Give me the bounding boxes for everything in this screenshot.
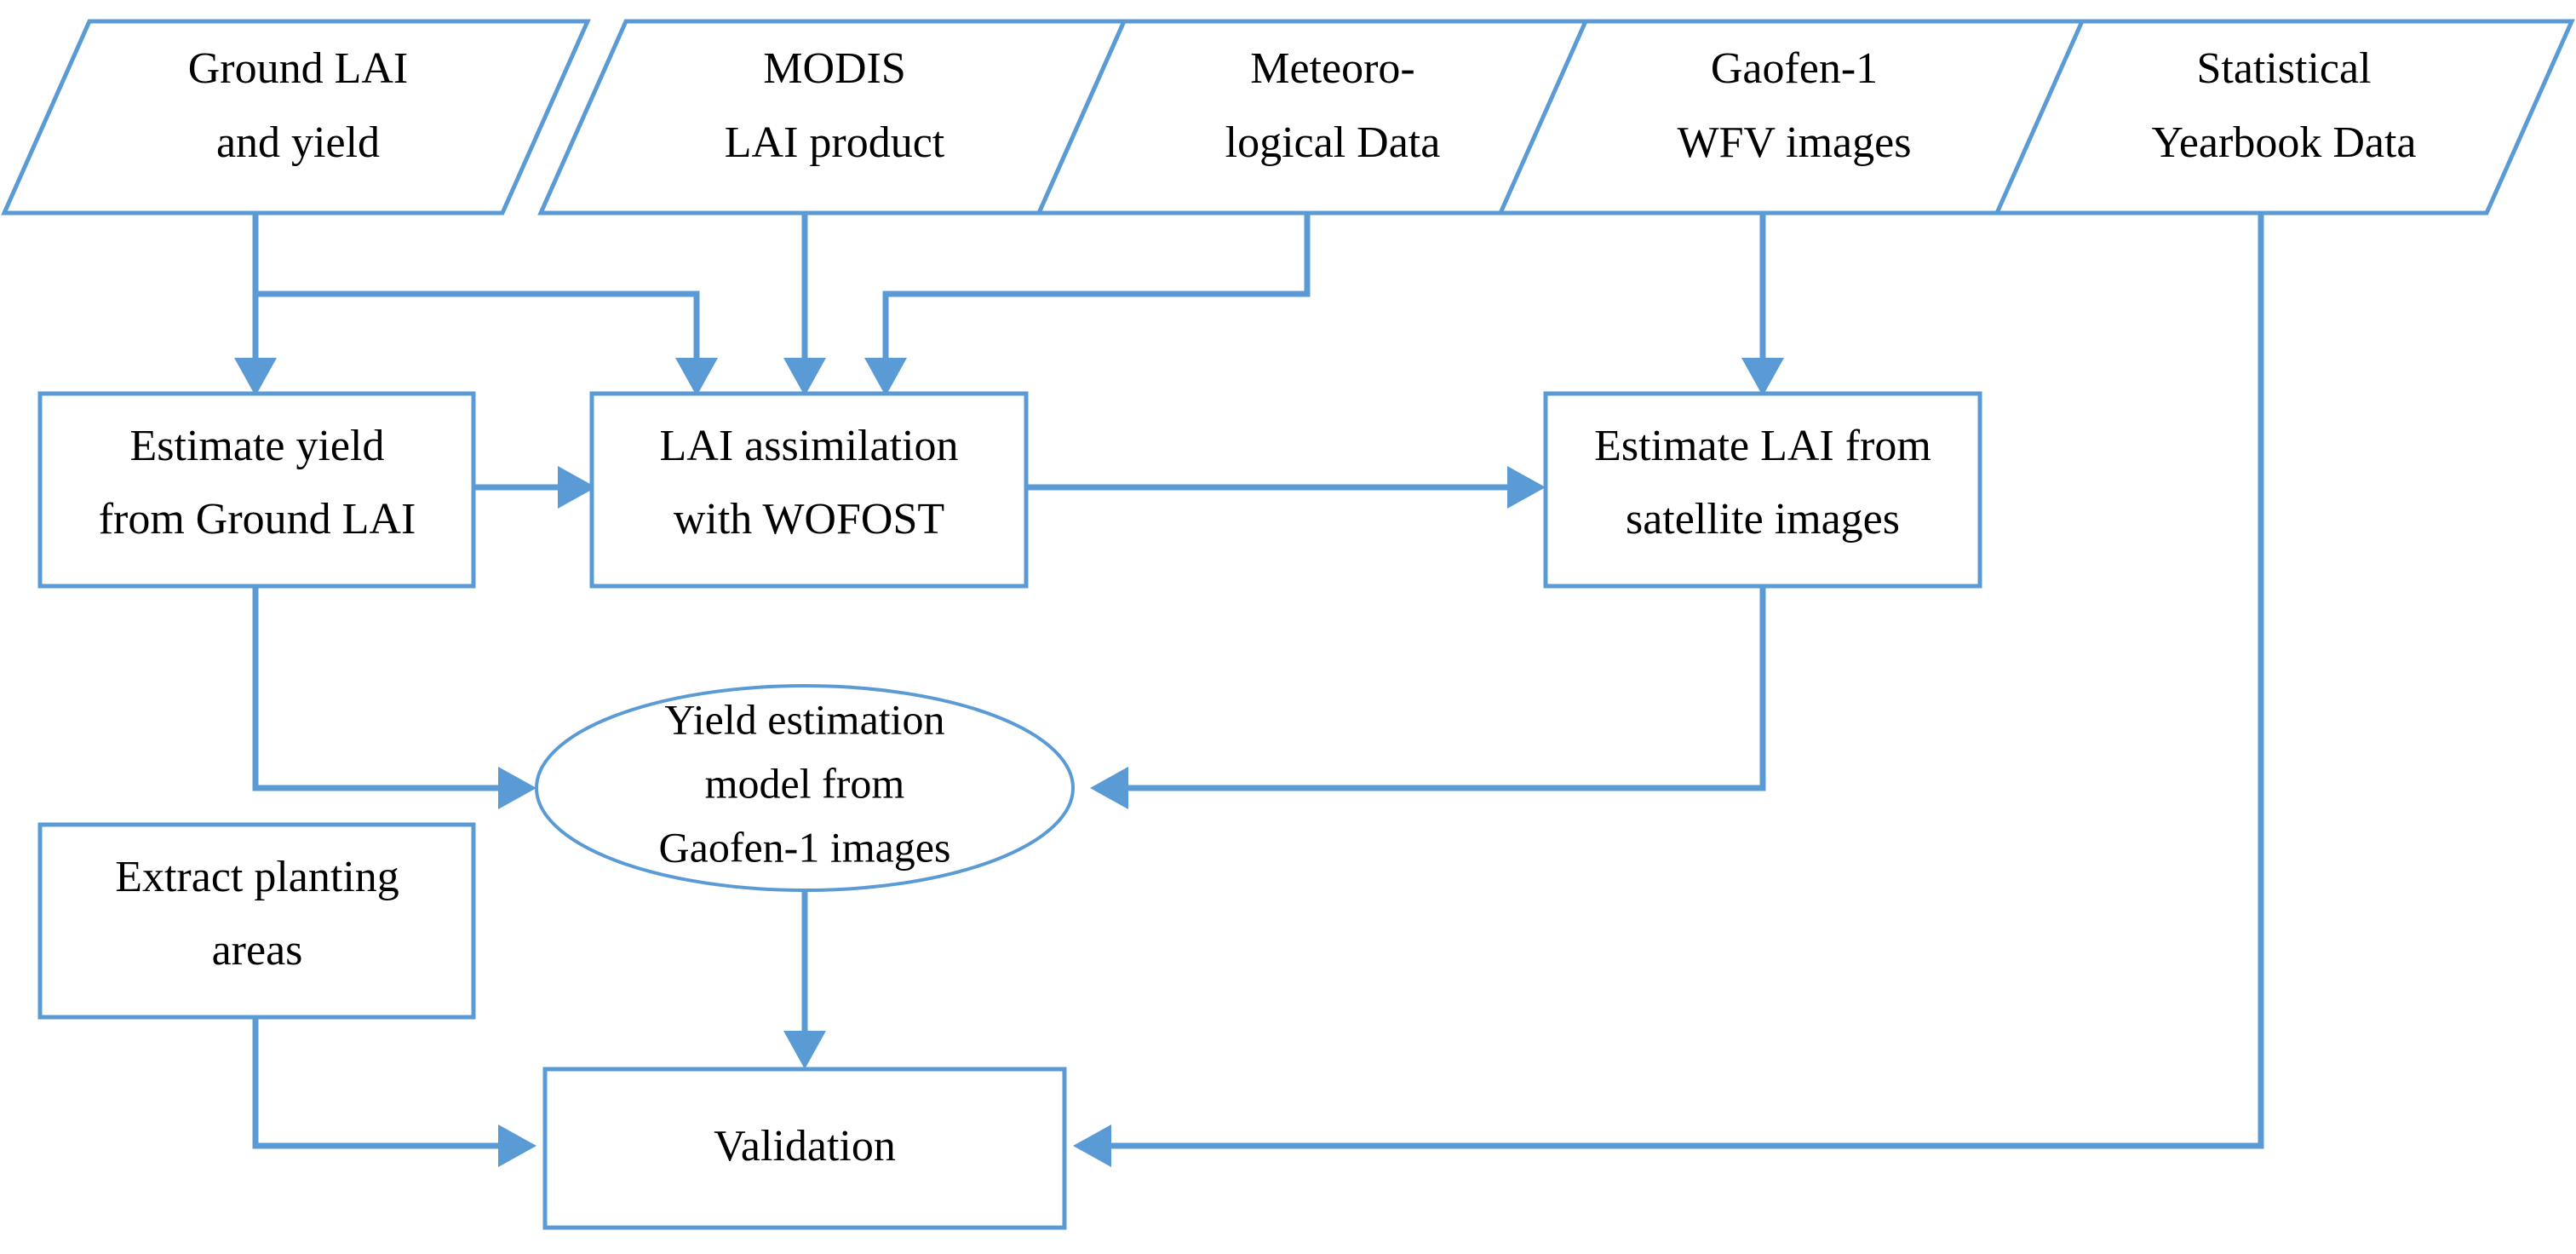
node-gaofen-1-wfv-images-line1: Gaofen-1 — [1711, 44, 1878, 93]
edge-estimate-yield-to-model — [252, 586, 536, 809]
node-yield-model-line1: Yield estimation — [664, 695, 944, 743]
node-estimate-yield-from-ground-lai[interactable]: Estimate yield from Ground LAI — [37, 391, 476, 589]
node-lai-assimilation-line1: LAI assimilation — [660, 422, 959, 470]
node-meteorological-data-line1: Meteoro- — [1250, 44, 1414, 93]
node-lai-assimilation-with-wofost[interactable]: LAI assimilation with WOFOST — [589, 391, 1029, 589]
edge-extract-planting-to-validation — [252, 1017, 536, 1167]
node-yield-estimation-model[interactable]: Yield estimation model from Gaofen-1 ima… — [535, 684, 1075, 892]
edge-gaofen1-to-estimate-lai-satellite — [1741, 215, 1784, 396]
node-ground-lai-and-yield[interactable]: Ground LAI and yield — [1, 19, 591, 216]
node-gaofen-1-wfv-images[interactable]: Gaofen-1 WFV images — [1497, 19, 2087, 216]
edge-estimate-lai-satellite-to-model — [1090, 586, 1766, 809]
node-validation-line1: Validation — [714, 1122, 896, 1171]
node-estimate-lai-from-satellite-images[interactable]: Estimate LAI from satellite images — [1543, 391, 1982, 589]
node-yield-model-line3: Gaofen-1 images — [659, 823, 951, 871]
node-modis-lai-product-line1: MODIS — [763, 44, 906, 93]
edge-estimate-yield-to-lai-assimilation — [473, 466, 596, 509]
node-meteorological-data-line2: logical Data — [1225, 118, 1441, 167]
node-estimate-lai-satellite-line1: Estimate LAI from — [1594, 422, 1931, 470]
edge-meteorological-to-lai-assimilation — [864, 215, 1311, 396]
node-estimate-yield-line2: from Ground LAI — [99, 495, 416, 544]
node-estimate-lai-satellite-line2: satellite images — [1626, 495, 1900, 544]
edge-modis-to-lai-assimilation — [783, 215, 826, 396]
node-lai-assimilation-line2: with WOFOST — [674, 495, 944, 544]
node-statistical-yearbook-data-line1: Statistical — [2196, 44, 2371, 93]
node-extract-planting-areas[interactable]: Extract planting areas — [37, 822, 476, 1020]
node-statistical-yearbook-data[interactable]: Statistical Yearbook Data — [1994, 19, 2575, 216]
edge-model-to-validation — [783, 891, 826, 1069]
edge-ground-lai-to-lai-assimilation — [252, 215, 718, 396]
node-modis-lai-product[interactable]: MODIS LAI product — [537, 19, 1127, 216]
node-statistical-yearbook-data-line2: Yearbook Data — [2152, 118, 2417, 167]
edge-statistical-yearbook-to-validation — [1073, 215, 2264, 1167]
node-ground-lai-and-yield-line2: and yield — [216, 118, 380, 167]
node-estimate-yield-line1: Estimate yield — [130, 422, 385, 470]
node-yield-model-line2: model from — [705, 759, 905, 807]
node-gaofen-1-wfv-images-line2: WFV images — [1678, 118, 1912, 167]
node-ground-lai-and-yield-line1: Ground LAI — [188, 44, 409, 93]
node-modis-lai-product-line2: LAI product — [725, 118, 945, 167]
node-validation[interactable]: Validation — [542, 1067, 1067, 1230]
node-meteorological-data[interactable]: Meteoro- logical Data — [1036, 19, 1626, 216]
edge-lai-assimilation-to-estimate-lai-satellite — [1026, 466, 1546, 509]
node-extract-planting-areas-line2: areas — [212, 926, 303, 975]
node-extract-planting-areas-line1: Extract planting — [115, 853, 399, 901]
